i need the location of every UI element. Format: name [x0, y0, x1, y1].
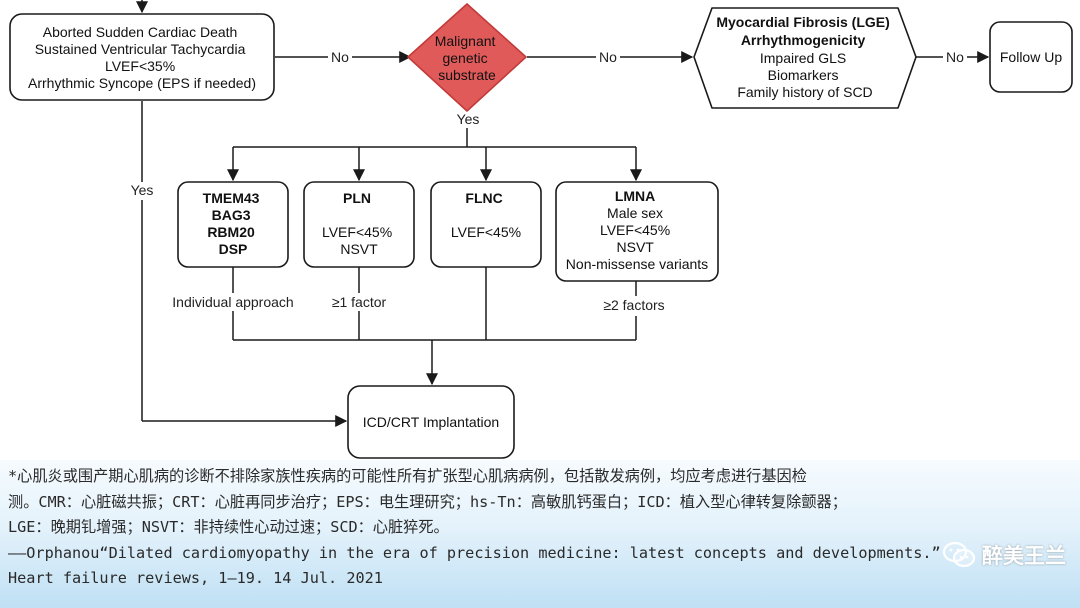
flnc-title: FLNC: [465, 190, 502, 206]
tmem-line: TMEM43: [203, 190, 260, 206]
malignant-line: genetic: [442, 50, 487, 66]
svg-text:PLN LVEF<45% NSVT: PLN LVEF<45% NSVT: [322, 190, 396, 257]
edge-labels: No No No Yes Yes Individual approach ≥1 …: [128, 48, 967, 313]
lmna-title: LMNA: [615, 188, 655, 204]
svg-text:FLNC LVEF<45%: FLNC LVEF<45%: [451, 190, 521, 240]
label-one-factor: ≥1 factor: [332, 294, 387, 310]
node-tmem43: TMEM43 BAG3 RBM20 DSP: [177, 181, 289, 268]
footnote: *心肌炎或围产期心肌病的诊断不排除家族性疾病的可能性所有扩张型心肌病病例，包括散…: [0, 460, 1080, 608]
svg-text:LMNA Male sex LVEF: LMNA Male sex LVEF<45% NSVT Non-missense…: [566, 188, 708, 272]
node-follow-up: Follow Up: [989, 21, 1073, 93]
pln-line: LVEF<45%: [322, 224, 392, 240]
lmna-line: LVEF<45%: [600, 222, 670, 238]
criteria-line: Sustained Ventricular Tachycardia: [35, 41, 246, 57]
pln-line: NSVT: [340, 241, 378, 257]
lmna-line: Male sex: [607, 205, 663, 221]
label-two-factors: ≥2 factors: [603, 297, 664, 313]
node-criteria: Aborted Sudden Cardiac Death Sustained V…: [9, 13, 275, 101]
lmna-line: NSVT: [617, 239, 655, 255]
node-fibrosis: Myocardial Fibrosis (LGE) Arrhythmogenic…: [693, 7, 917, 109]
footnote-line: LGE：晚期钆增强；NSVT：非持续性心动过速；SCD：心脏猝死。: [8, 518, 449, 536]
footnote-line: 测。CMR：心脏磁共振；CRT：心脏再同步治疗；EPS：电生理研究；hs-Tn：…: [8, 492, 847, 511]
svg-text:Myocardial Fibrosis (LGE): Myocardial Fibrosis (LGE) Arrhythmogenic…: [716, 14, 893, 100]
criteria-line: Aborted Sudden Cardiac Death: [43, 24, 238, 40]
tmem-line: BAG3: [212, 207, 251, 223]
criteria-line: LVEF<35%: [105, 58, 175, 74]
node-pln: PLN LVEF<45% NSVT: [303, 181, 415, 268]
criteria-line: Arrhythmic Syncope (EPS if needed): [28, 75, 256, 91]
label-yes-left: Yes: [131, 182, 154, 198]
label-yes-main: Yes: [457, 111, 480, 127]
svg-text:Malignant genetic: Malignant genetic substrate: [435, 33, 500, 83]
svg-text:Aborted Sudden Cardiac Death: Aborted Sudden Cardiac Death Sustained V…: [28, 24, 256, 91]
watermark-text: 醉美王兰: [982, 544, 1066, 568]
pln-title: PLN: [343, 190, 371, 206]
edges: [136, 0, 990, 427]
footnote-line: Heart failure reviews, 1–19. 14 Jul. 202…: [8, 569, 383, 587]
svg-text:TMEM43 BAG3 RBM20: TMEM43 BAG3 RBM20 DSP: [203, 190, 264, 257]
malignant-line: Malignant: [435, 33, 496, 49]
node-icd-crt-implantation: ICD/CRT Implantation: [347, 385, 515, 459]
footnote-line: *心肌炎或围产期心肌病的诊断不排除家族性疾病的可能性所有扩张型心肌病病例，包括散…: [8, 467, 807, 485]
label-no-1: No: [331, 49, 349, 65]
fibrosis-bold-line: Myocardial Fibrosis (LGE): [716, 14, 889, 30]
watermark: 醉美王兰: [942, 540, 1066, 570]
tmem-line: RBM20: [207, 224, 255, 240]
malignant-line: substrate: [438, 67, 496, 83]
tmem-line: DSP: [219, 241, 248, 257]
node-flnc: FLNC LVEF<45%: [430, 181, 542, 268]
lmna-line: Non-missense variants: [566, 256, 708, 272]
fibrosis-line: Impaired GLS: [760, 50, 846, 66]
follow-up-label: Follow Up: [1000, 49, 1062, 65]
footnote-line: ——Orphanou“Dilated cardiomyopathy in the…: [8, 543, 941, 562]
label-individual-approach: Individual approach: [172, 294, 293, 310]
flnc-line: LVEF<45%: [451, 224, 521, 240]
label-no-3: No: [946, 49, 964, 65]
node-lmna: LMNA Male sex LVEF<45% NSVT Non-missense…: [555, 181, 719, 282]
node-malignant-genetic-substrate: Malignant genetic substrate: [407, 3, 527, 112]
fibrosis-line: Family history of SCD: [737, 84, 872, 100]
fibrosis-line: Biomarkers: [768, 67, 839, 83]
icd-label: ICD/CRT Implantation: [363, 414, 499, 430]
wechat-icon: [942, 541, 976, 568]
flowchart: No No No Yes Yes Individual approach ≥1 …: [9, 0, 1073, 459]
label-no-2: No: [599, 49, 617, 65]
fibrosis-bold-line: Arrhythmogenicity: [741, 32, 866, 48]
